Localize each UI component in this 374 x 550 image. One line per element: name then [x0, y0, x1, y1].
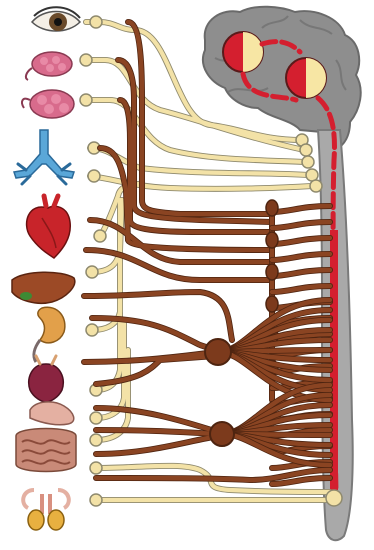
- reproductive-icon: [23, 490, 69, 530]
- gland-icon: [22, 90, 74, 118]
- eye-icon: [32, 7, 80, 31]
- mesenteric-ganglion: [210, 422, 234, 446]
- organ-icons: [12, 7, 80, 530]
- intestine-icon: [16, 429, 76, 472]
- liver-icon: [12, 272, 75, 303]
- celiac-ganglion: [205, 339, 231, 365]
- heart-icon: [27, 196, 71, 258]
- kidney-icon: [34, 307, 65, 362]
- stomach-icon: [30, 402, 74, 425]
- bronchi-icon: [14, 130, 74, 184]
- gland-icon: [26, 52, 72, 80]
